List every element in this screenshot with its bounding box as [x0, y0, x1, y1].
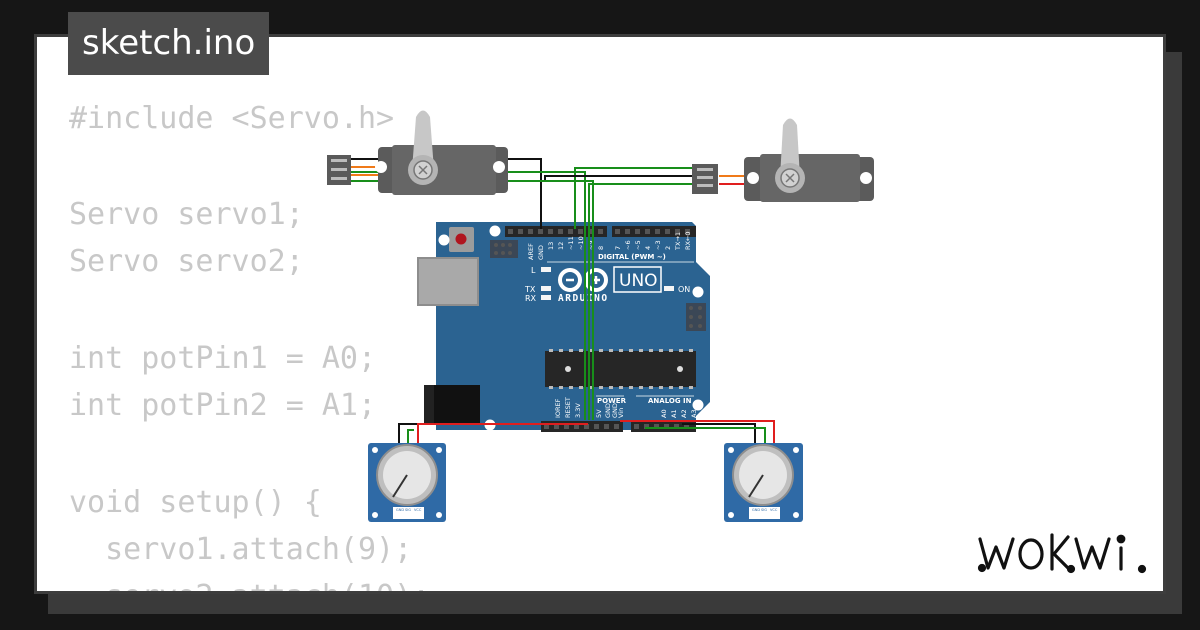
board-top-pin-label: ~5	[634, 240, 642, 250]
board-bottom-pin-label: A3	[690, 409, 698, 418]
potentiometer-1[interactable]: GND SIG VCC	[368, 443, 446, 522]
board-top-pin-label: 4	[644, 246, 652, 250]
board-top-pin-label: 2	[664, 246, 672, 250]
board-top-pin-label: 13	[547, 242, 555, 250]
board-bottom-pin-label: 5V	[595, 409, 603, 418]
code-line: int potPin1 = A0;	[69, 341, 377, 376]
board-bottom-pin-label: A2	[680, 409, 688, 418]
usb-connector	[418, 258, 478, 305]
board-bottom-pin-label: GND	[604, 403, 612, 418]
led-tx	[541, 286, 551, 291]
pot1-pin-sig: SIG	[405, 508, 411, 512]
icsp-header	[490, 240, 518, 258]
board-top-pin-label: 8	[597, 246, 605, 250]
board-bottom-pin-label: A5	[710, 409, 718, 418]
led-l-label: L	[531, 266, 536, 275]
wire-servo2-vcc	[588, 183, 713, 420]
pot1-pin-gnd: GND	[396, 508, 404, 512]
pot2-pin-vcc: VCC	[770, 508, 778, 512]
board-model: UNO	[619, 271, 658, 291]
code-line: void setup() {	[69, 485, 322, 520]
arduino-uno-board[interactable]: L TX RX ON UNO ARDUINO DIGITAL (PWM ~) P…	[417, 222, 718, 432]
power-label: POWER	[597, 397, 627, 405]
led-rx	[541, 295, 551, 300]
board-top-pin-label: ~9	[587, 240, 595, 250]
wire-servo2-gnd	[544, 175, 713, 180]
analog-header	[631, 421, 696, 432]
mounting-hole	[489, 225, 501, 237]
board-brand: ARDUINO	[558, 293, 609, 304]
digital-label: DIGITAL (PWM ~)	[598, 253, 666, 261]
board-bottom-pin-label: Vin	[617, 408, 625, 418]
pot2-pin-gnd: GND	[752, 508, 760, 512]
potentiometer-2[interactable]: GND SIG VCC	[724, 443, 803, 522]
file-tab[interactable]: sketch.ino	[68, 12, 270, 75]
board-top-pin-label: ~3	[654, 240, 662, 250]
wokwi-logo	[977, 533, 1147, 574]
board-top-pin-label: 12	[557, 242, 565, 250]
board-top-pin-label: ~11	[567, 236, 575, 250]
led-tx-label: TX	[524, 285, 536, 294]
led-rx-label: RX	[525, 294, 537, 303]
led-on	[664, 286, 674, 291]
mounting-hole	[692, 399, 704, 411]
code-line: Servo servo1;	[69, 197, 304, 232]
code-line: servo2.attach(10);	[69, 582, 430, 592]
code-line: Servo servo2;	[69, 244, 304, 279]
servo-motor-1[interactable]	[327, 110, 508, 196]
power-header	[541, 421, 623, 432]
board-bottom-pin-label: GND	[611, 403, 619, 418]
mounting-hole	[692, 286, 704, 298]
wires	[328, 158, 775, 510]
wire-servo2-signal	[574, 167, 713, 229]
icsp-header-right	[686, 303, 706, 331]
code-line: int potPin2 = A1;	[69, 388, 377, 423]
board-top-pin-label: ~10	[577, 236, 585, 250]
board-top-pin-label: GND	[537, 245, 545, 260]
board-bottom-pin-label: IOREF	[554, 398, 562, 418]
pot2-pin-sig: SIG	[761, 508, 767, 512]
digital-header-left	[505, 226, 607, 237]
board-bottom-pin-label: A0	[660, 409, 668, 418]
led-l	[541, 267, 551, 272]
board-top-pin-label: TX→1	[674, 232, 682, 251]
servo-motor-2[interactable]	[692, 118, 874, 203]
board-bottom-pin-label: RESET	[564, 397, 572, 418]
on-label: ON	[678, 285, 690, 294]
analog-label: ANALOG IN	[648, 397, 692, 405]
code-line: servo1.attach(9);	[69, 532, 413, 567]
board-bottom-pin-label: A1	[670, 409, 678, 418]
board-top-pin-label: ~6	[624, 240, 632, 250]
digital-header-right	[612, 226, 696, 237]
pot2-pinout	[749, 507, 780, 519]
board-top-pin-label: AREF	[527, 243, 535, 260]
board-bottom-pin-label: A4	[700, 409, 708, 418]
pot1-pinout	[393, 507, 424, 519]
mounting-hole	[438, 234, 450, 246]
board-bottom-pin-label: 3.3V	[574, 403, 582, 418]
code-line: #include <Servo.h>	[69, 101, 395, 136]
pot1-pin-vcc: VCC	[414, 508, 422, 512]
board-top-pin-label: RX←0	[684, 231, 692, 250]
servo2-horn	[780, 118, 800, 178]
board-top-pin-label: 7	[614, 246, 622, 250]
servo1-horn	[412, 110, 434, 170]
